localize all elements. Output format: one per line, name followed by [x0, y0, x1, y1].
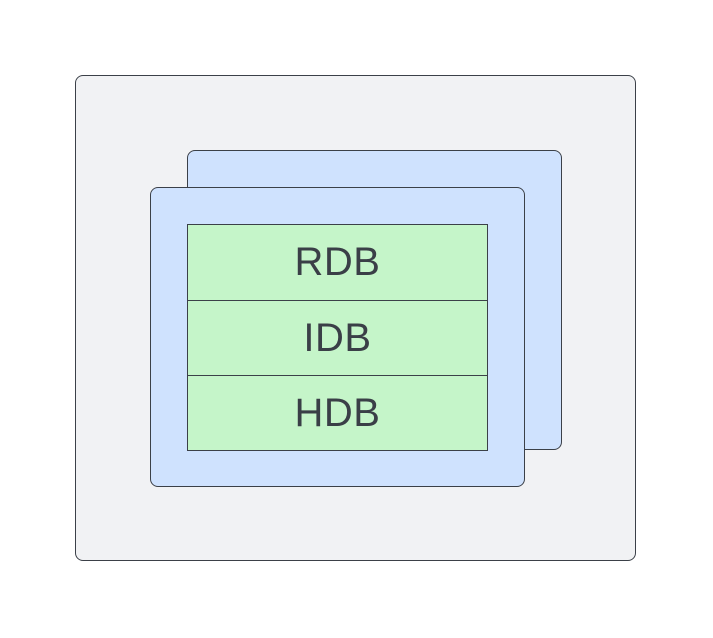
- layer-rdb: RDB: [294, 240, 381, 284]
- database-stack: RDB IDB HDB: [187, 224, 488, 451]
- layer-idb: IDB: [188, 300, 487, 375]
- layer-hdb: HDB: [188, 375, 487, 450]
